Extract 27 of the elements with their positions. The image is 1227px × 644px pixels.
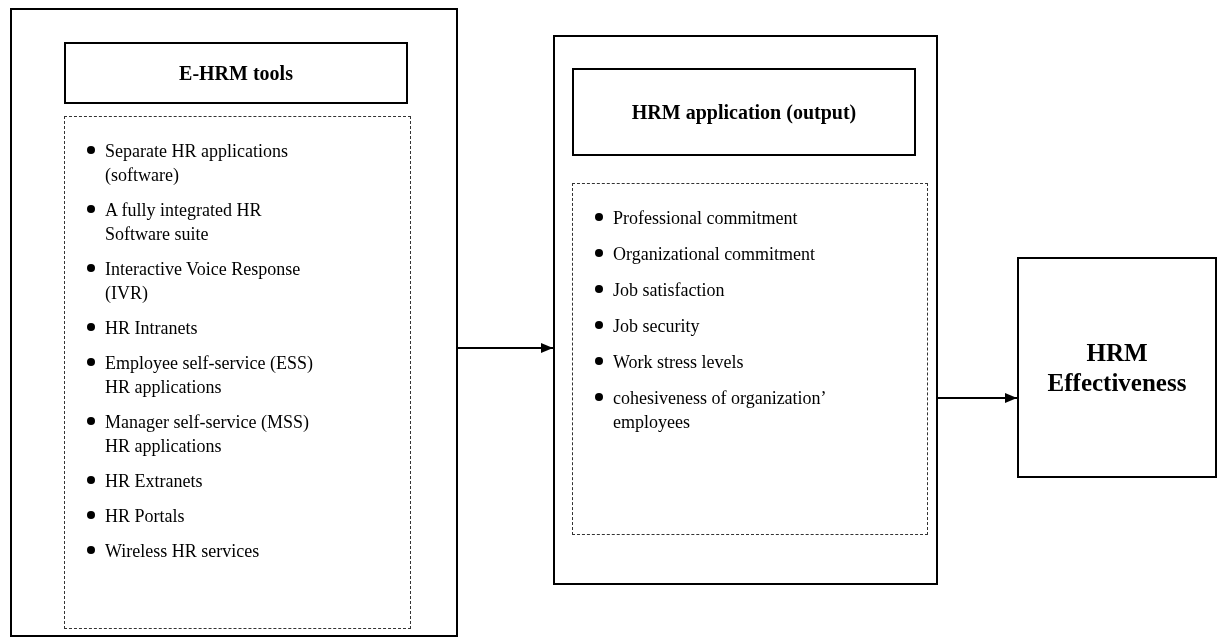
list-item-text: Organizational commitment [613, 243, 817, 266]
list-item-text: HR Portals [105, 505, 186, 528]
dashed-list-box [64, 116, 411, 629]
list-item-text: Job satisfaction [613, 279, 726, 302]
list-item-text: Separate HR applications (software) [105, 140, 289, 187]
list-item-text: HR Extranets [105, 470, 204, 493]
list-item-text: Employee self-service (ESS) HR applications [105, 352, 314, 399]
list-item-text: A fully integrated HR Software suite [105, 199, 263, 246]
list-item-text: Manager self-service (MSS) HR applications [105, 411, 310, 458]
container-box [10, 8, 458, 637]
box-title: HRM application (output) [631, 100, 857, 124]
box-title: HRM Effectiveness [1046, 337, 1188, 398]
arrow [457, 343, 554, 353]
list-item-text: Professional commitment [613, 207, 799, 230]
heading-box [64, 42, 408, 104]
arrow [937, 393, 1018, 403]
box-title: E-HRM tools [179, 61, 293, 85]
dashed-list-box [572, 183, 928, 535]
heading-box [572, 68, 916, 156]
list-item-text: Job security [613, 315, 701, 338]
list-item-text: Work stress levels [613, 351, 745, 374]
list-item-text: HR Intranets [105, 317, 199, 340]
list-item-text: Wireless HR services [105, 540, 261, 563]
container-box [553, 35, 938, 585]
list-item-text: cohesiveness of organization’ employees [613, 387, 827, 434]
heading-box [1017, 257, 1217, 478]
list-item-text: Interactive Voice Response (IVR) [105, 258, 302, 305]
